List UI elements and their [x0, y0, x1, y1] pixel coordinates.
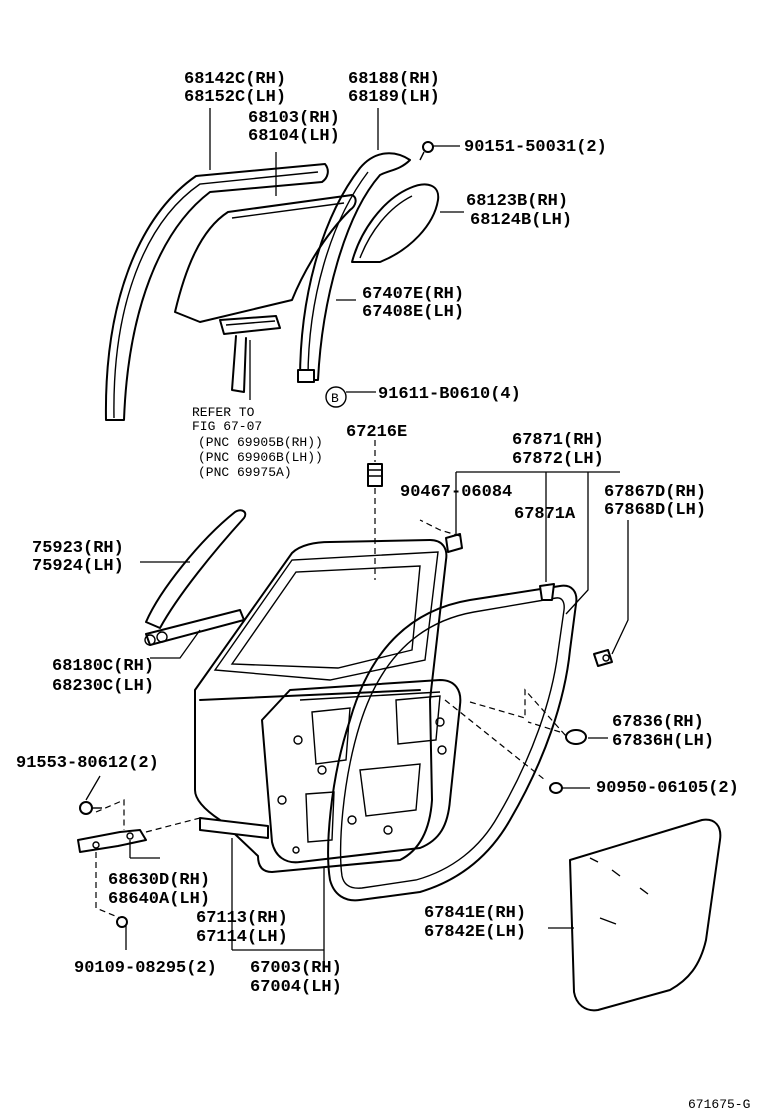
label-67003: 67003(RH) [250, 959, 342, 978]
label-67871A: 67871A [514, 505, 576, 524]
belt-moulding-part [144, 609, 245, 646]
hinge-bolt-lower-part [116, 916, 128, 928]
label-91611: 91611-B0610(4) [378, 385, 521, 404]
label-68640A: 68640A(LH) [108, 890, 210, 909]
label-68123B: 68123B(RH) [466, 192, 568, 211]
label-67836H: 67836H(LH) [612, 732, 714, 751]
label-refer-4: (PNC 69906B(LH)) [198, 450, 323, 465]
label-68104: 68104(LH) [248, 127, 340, 146]
label-67841E: 67841E(RH) [424, 904, 526, 923]
outer-moulding-part [145, 509, 247, 629]
weatherstrip-clip-a-part [539, 583, 555, 601]
label-67868D: 67868D(LH) [604, 501, 706, 520]
label-67871: 67871(RH) [512, 431, 604, 450]
label-67836: 67836(RH) [612, 713, 704, 732]
hole-plug-part [565, 729, 587, 745]
label-67004: 67004(LH) [250, 978, 342, 997]
division-bar-weatherstrip-part [299, 152, 411, 381]
label-67216E: 67216E [346, 423, 407, 442]
glass-channel-part [219, 315, 281, 393]
clip-part [367, 463, 383, 487]
label-90950: 90950-06105(2) [596, 779, 739, 798]
label-75923: 75923(RH) [32, 539, 124, 558]
label-90467: 90467-06084 [400, 483, 512, 502]
label-90151: 90151-50031(2) [464, 138, 607, 157]
part-labels: 68142C(RH) 68152C(LH) 68188(RH) 68189(LH… [16, 70, 750, 1112]
label-90109: 90109-08295(2) [74, 959, 217, 978]
figure-code: 671675-G [688, 1097, 750, 1112]
door-hinge-part [77, 829, 147, 853]
hole-plug-small-part [549, 782, 563, 794]
label-67407E: 67407E(RH) [362, 285, 464, 304]
label-refer-1: REFER TO [192, 405, 255, 420]
quarter-glass-part [351, 183, 440, 263]
label-68142C: 68142C(RH) [184, 70, 286, 89]
weatherstrip-clip-part [445, 533, 463, 553]
label-68152C: 68152C(LH) [184, 88, 286, 107]
screw-part [419, 141, 434, 161]
bracket-part [297, 369, 315, 383]
label-refer-2: FIG 67-07 [192, 419, 262, 434]
label-68124B: 68124B(LH) [470, 211, 572, 230]
label-68188: 68188(RH) [348, 70, 440, 89]
label-67114: 67114(LH) [196, 928, 288, 947]
hinge-bolt-part [79, 801, 102, 815]
label-67872: 67872(LH) [512, 450, 604, 469]
label-refer-3: (PNC 69905B(RH)) [198, 435, 323, 450]
label-67867D: 67867D(RH) [604, 483, 706, 502]
b-marker-label: B [331, 391, 339, 406]
label-67408E: 67408E(LH) [362, 303, 464, 322]
label-68630D: 68630D(RH) [108, 871, 210, 890]
label-68230C: 68230C(LH) [52, 677, 154, 696]
label-68103: 68103(RH) [248, 109, 340, 128]
leader-lines [85, 108, 629, 962]
door-weatherstrip-part [327, 584, 578, 902]
label-91553: 91553-80612(2) [16, 754, 159, 773]
door-panel-part [194, 539, 462, 873]
label-68189: 68189(LH) [348, 88, 440, 107]
b-reference-marker: B [325, 386, 347, 408]
label-75924: 75924(LH) [32, 557, 124, 576]
label-68180C: 68180C(RH) [52, 657, 154, 676]
glass-run-channel-part [104, 163, 329, 421]
label-refer-5: (PNC 69975A) [198, 465, 292, 480]
label-67113: 67113(RH) [196, 909, 288, 928]
door-glass-part [174, 194, 357, 323]
weatherstrip-end-clip-part [593, 649, 613, 667]
service-hole-cover-part [569, 818, 722, 1012]
label-67842E: 67842E(LH) [424, 923, 526, 942]
